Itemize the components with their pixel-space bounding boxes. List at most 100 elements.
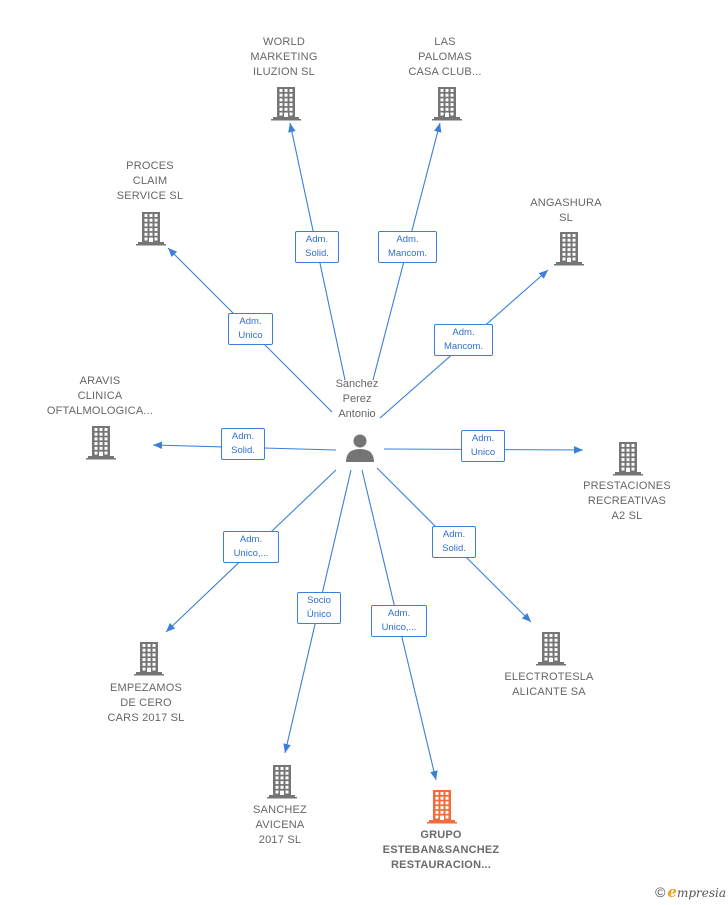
company-label-line: GRUPO (420, 829, 462, 841)
person-icon[interactable] (346, 434, 374, 463)
edge-arrowhead-electrotesla (521, 612, 531, 622)
company-label-aravis[interactable]: ARAVIS CLINICA OFTALMOLOGICA... (30, 374, 170, 419)
edge-arrowhead-angashura (538, 270, 548, 279)
company-label-line: DE CERO (120, 697, 172, 709)
building-icon-aravis[interactable] (86, 426, 116, 460)
edge-label-line: Mancom. (443, 341, 484, 352)
edge-label-line: Adm. (442, 529, 466, 540)
company-label-world[interactable]: WORLD MARKETING ILUZION SL (214, 35, 354, 80)
company-label-line: MARKETING (250, 51, 318, 63)
edge-label-world[interactable]: Adm. Solid. (295, 231, 339, 263)
edge-label-line: Solid. (231, 445, 255, 456)
edge-arrowhead-palomas (434, 123, 442, 133)
company-label-line: WORLD (263, 36, 305, 48)
brand-logo-initial: e (667, 883, 677, 901)
edge-label-angashura[interactable]: Adm. Mancom. (434, 324, 493, 356)
company-label-line: ALICANTE SA (512, 686, 586, 698)
company-nodes (86, 87, 643, 824)
company-label-line: CARS 2017 SL (107, 712, 185, 724)
person-label-line: Antonio (338, 408, 376, 420)
company-label-line: ESTEBAN&SANCHEZ (382, 844, 500, 856)
edge-label-line: Adm. (387, 608, 411, 619)
brand-logo-text: mpresia (676, 886, 726, 900)
edge-label-aravis[interactable]: Adm. Solid. (221, 428, 265, 460)
company-label-avicena[interactable]: SANCHEZ AVICENA 2017 SL (210, 803, 350, 848)
company-label-line: RESTAURACION... (391, 859, 491, 871)
edge-label-line: Unico (470, 447, 496, 458)
company-label-palomas[interactable]: LAS PALOMAS CASA CLUB... (375, 35, 515, 80)
company-label-empezamos[interactable]: EMPEZAMOS DE CERO CARS 2017 SL (76, 681, 216, 726)
company-label-line: SL (559, 212, 573, 224)
edge-label-proces[interactable]: Adm. Unico (228, 313, 273, 345)
building-icon-angashura[interactable] (554, 232, 584, 266)
company-label-line: RECREATIVAS (587, 495, 667, 507)
person-label-line: Perez (342, 393, 372, 405)
company-label-line: EMPEZAMOS (109, 682, 183, 694)
edge-label-line: Unico,... (233, 548, 269, 559)
edge-label-line: Único (306, 609, 332, 620)
company-label-grupo[interactable]: GRUPO ESTEBAN&SANCHEZ RESTAURACION... (371, 828, 511, 873)
person-node[interactable] (346, 434, 374, 463)
edge-label-line: Mancom. (387, 248, 428, 259)
company-label-angashura[interactable]: ANGASHURA SL (496, 196, 636, 226)
edge-label-line: Adm. (471, 433, 495, 444)
company-label-line: PROCES (126, 160, 174, 172)
building-icon-grupo[interactable] (427, 790, 457, 824)
edge-arrowhead-empezamos (166, 623, 176, 632)
edge-arrowhead-avicena (283, 743, 291, 753)
company-label-line: SANCHEZ (253, 804, 307, 816)
company-label-line: CLINICA (77, 390, 123, 402)
edge-label-line: Solid. (305, 248, 329, 259)
edge-label-line: Unico (238, 330, 263, 341)
copyright-symbol: © (655, 884, 666, 900)
person-label-line: Sanchez (335, 378, 379, 390)
edge-label-prestaciones[interactable]: Adm. Unico (461, 430, 505, 462)
edge-label-line: Adm. (305, 234, 329, 245)
brand-watermark: ©empresia (655, 883, 726, 901)
building-icon-world[interactable] (271, 87, 301, 121)
edge-arrowhead-proces (168, 248, 178, 258)
edge-label-line: Socio (307, 595, 331, 606)
company-label-line: AVICENA (255, 819, 305, 831)
company-label-line: A2 SL (611, 510, 643, 522)
company-label-line: ARAVIS (79, 375, 121, 387)
company-label-line: CASA CLUB... (408, 66, 482, 78)
building-icon-proces[interactable] (136, 212, 166, 246)
building-icon-avicena[interactable] (267, 765, 297, 799)
building-icon-prestaciones[interactable] (613, 442, 643, 476)
building-icon-palomas[interactable] (432, 87, 462, 121)
building-icon-empezamos[interactable] (134, 642, 164, 676)
edge-label-grupo[interactable]: Adm. Unico,... (371, 605, 427, 637)
company-label-line: ANGASHURA (530, 197, 602, 209)
company-label-line: SERVICE SL (116, 190, 184, 202)
company-label-line: LAS (434, 36, 456, 48)
edge-label-line: Unico,... (381, 622, 417, 633)
company-label-line: PRESTACIONES (583, 480, 671, 492)
company-label-prestaciones[interactable]: PRESTACIONES RECREATIVAS A2 SL (557, 479, 697, 524)
company-label-line: ILUZION SL (253, 66, 315, 78)
building-icon-electrotesla[interactable] (536, 632, 566, 666)
company-label-line: ELECTROTESLA (504, 671, 594, 683)
edge-arrowhead-aravis (153, 441, 163, 450)
edge-label-palomas[interactable]: Adm. Mancom. (378, 231, 437, 263)
edge-label-line: Adm. (239, 534, 263, 545)
company-label-line: PALOMAS (418, 51, 472, 63)
edge-label-line: Solid. (442, 543, 466, 554)
edge-label-line: Adm. (231, 431, 255, 442)
edge-label-electrotesla[interactable]: Adm. Solid. (432, 526, 476, 558)
edge-arrowhead-grupo (430, 770, 438, 780)
edge-label-line: Adm. (452, 327, 475, 338)
company-label-electrotesla[interactable]: ELECTROTESLA ALICANTE SA (479, 670, 619, 700)
edge-label-line: Adm. (239, 316, 262, 327)
company-label-line: OFTALMOLOGICA... (46, 405, 154, 417)
edge-label-line: Adm. (396, 234, 419, 245)
company-label-line: 2017 SL (258, 834, 302, 846)
edge-arrowhead-world (288, 123, 296, 133)
company-label-line: CLAIM (132, 175, 168, 187)
edge-arrowhead-prestaciones (573, 446, 583, 454)
edge-label-empezamos[interactable]: Adm. Unico,... (223, 531, 279, 563)
company-label-proces[interactable]: PROCES CLAIM SERVICE SL (80, 159, 220, 204)
